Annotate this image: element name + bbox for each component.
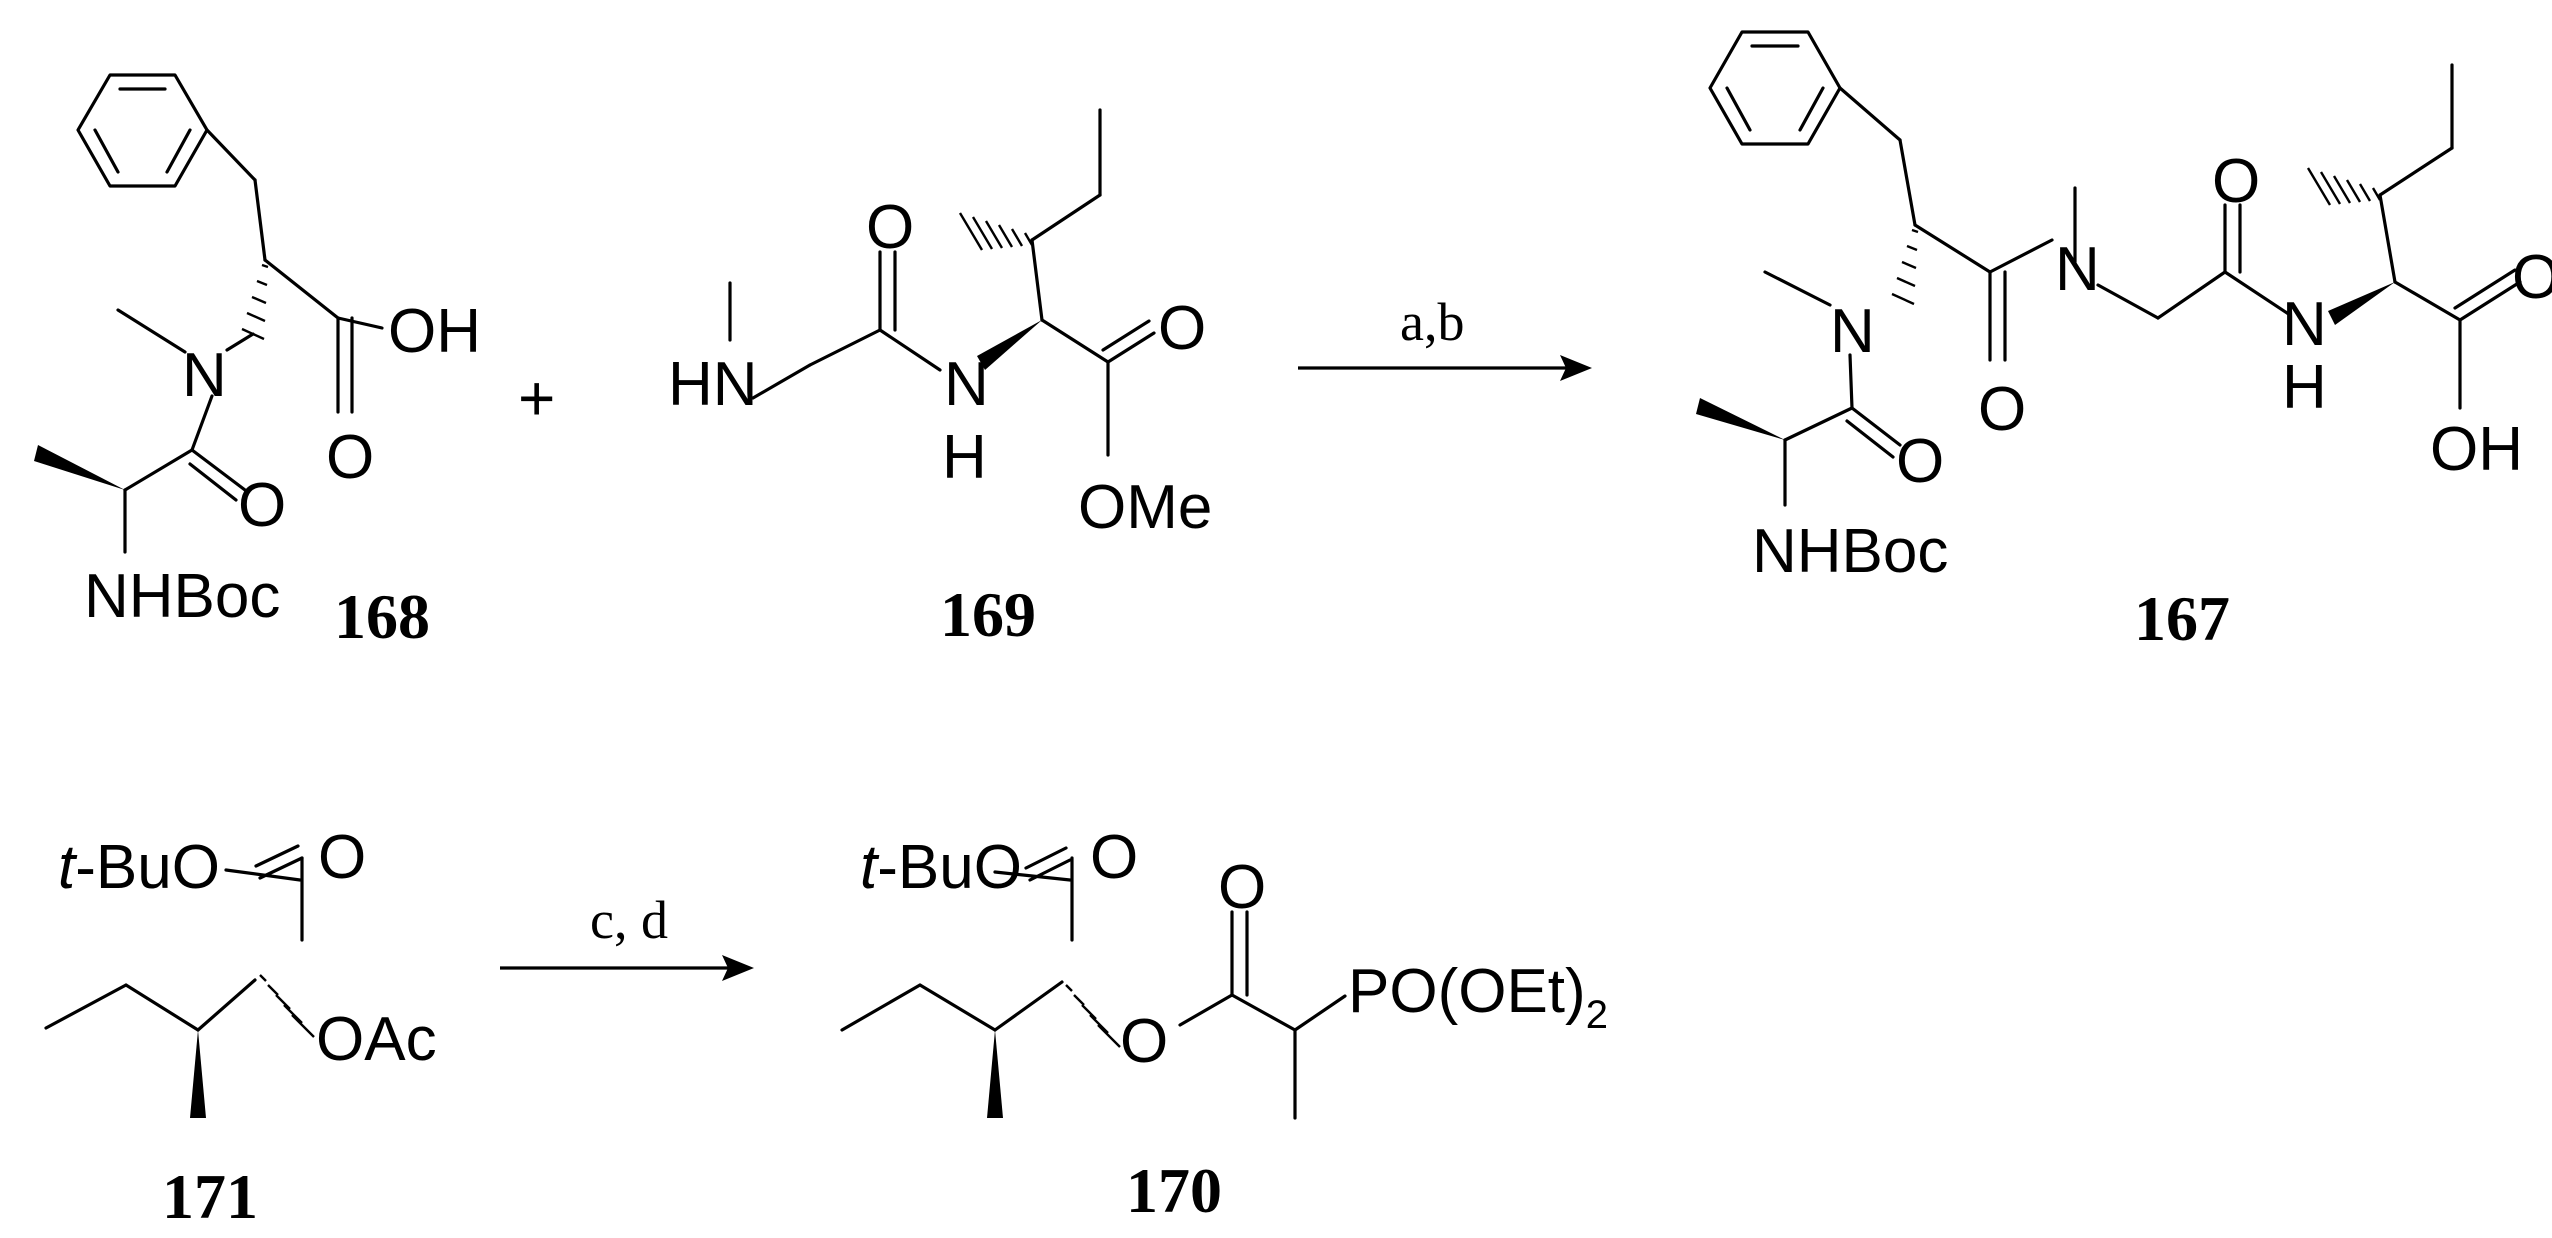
compound-167-stereo [1696, 167, 2395, 440]
compound-167-ala-methyl-wedge [1696, 398, 1785, 440]
compound-169-hashed-bond [958, 212, 1034, 251]
compound-167-phe-o-label: O [1978, 375, 2026, 444]
compound-169-nh-wedge [977, 320, 1042, 370]
compound-170-methyl-wedge [987, 1030, 1003, 1118]
compound-168-stereo [34, 263, 269, 490]
compound-167-number: 167 [2134, 583, 2230, 654]
plus-sign: + [518, 362, 555, 434]
compound-170-stereo [987, 984, 1121, 1118]
compound-170-link-o-label: O [1120, 1007, 1168, 1076]
compound-167-ala-o-label: O [1896, 427, 1944, 496]
reaction-arrow-2: c, d [500, 890, 754, 981]
compound-169-ester-o-label: O [1158, 294, 1206, 363]
compound-168-bonds [76, 73, 384, 554]
compound-170-carbonyl-o-label: O [1218, 853, 1266, 922]
compound-167-phe-n-label: N [1830, 297, 1875, 366]
compound-170-tbuo-label: t-BuO [860, 833, 1022, 902]
compound-168-nhboc-label: NHBoc [84, 562, 280, 631]
compound-168-methyl-wedge [34, 445, 125, 490]
compound-169-n-label: N [944, 350, 989, 419]
compound-168-hashed-bond [241, 263, 269, 341]
compound-167: N O NHBoc N O O N H O OH 167 [1696, 30, 2552, 654]
compound-170: t-BuO O O O PO(OEt)2 170 [840, 823, 1608, 1226]
compound-170-bonds [840, 846, 1347, 1120]
compound-167-bonds [1708, 30, 2522, 507]
compound-170-ester-o-label: O [1090, 823, 1138, 892]
compound-169-bonds [728, 108, 1156, 457]
compound-168-number: 168 [334, 581, 430, 652]
compound-169-number: 169 [940, 579, 1036, 650]
compound-169-stereo [958, 212, 1042, 370]
compound-167-phe-hashed-bond [1891, 228, 1919, 306]
compound-169-hn-label: HN [668, 350, 758, 419]
compound-167-ile-h-label: H [2282, 353, 2327, 422]
reaction-1-conditions: a,b [1400, 292, 1464, 352]
compound-171-tbuo-label: t-BuO [58, 833, 220, 902]
compound-169-amide-o-label: O [866, 193, 914, 262]
compound-168-oh-label: OH [388, 297, 481, 366]
compound-167-sar-n-label: N [2055, 235, 2100, 304]
compound-170-number: 170 [1126, 1155, 1222, 1226]
compound-167-ile-nh-wedge [2328, 282, 2395, 325]
compound-168: OH O N O NHBoc 168 [34, 73, 481, 652]
compound-167-ile-hashed-bond [2306, 167, 2382, 206]
compound-169-h-label: H [942, 423, 987, 492]
reaction-arrow-1: a,b [1298, 292, 1592, 381]
compound-168-amide-o-label: O [238, 471, 286, 540]
compound-170-hashed-bond [1065, 984, 1121, 1048]
compound-168-acid-o-label: O [326, 423, 374, 492]
compound-171-hashed-bond [259, 974, 315, 1038]
compound-171-stereo [190, 974, 315, 1118]
compound-168-n-label: N [182, 341, 227, 410]
compound-169-ome-label: OMe [1078, 473, 1212, 542]
compound-167-nhboc-label: NHBoc [1752, 517, 1948, 586]
compound-171-bonds [44, 844, 304, 1032]
compound-171-methyl-wedge [190, 1030, 206, 1118]
compound-171: t-BuO O OAc 171 [44, 823, 437, 1232]
reaction-2-conditions: c, d [590, 890, 668, 950]
compound-167-oh-label: OH [2430, 415, 2523, 484]
compound-169: HN O N H O OMe 169 [668, 108, 1212, 650]
compound-167-acid-o-label: O [2512, 243, 2552, 312]
compound-171-oac-label: OAc [316, 1005, 437, 1074]
compound-171-ester-o-label: O [318, 823, 366, 892]
compound-167-ile-n-label: N [2282, 290, 2327, 359]
compound-171-number: 171 [162, 1161, 258, 1232]
compound-170-phosphonate-label: PO(OEt)2 [1348, 957, 1608, 1037]
compound-167-sar-o-label: O [2212, 147, 2260, 216]
